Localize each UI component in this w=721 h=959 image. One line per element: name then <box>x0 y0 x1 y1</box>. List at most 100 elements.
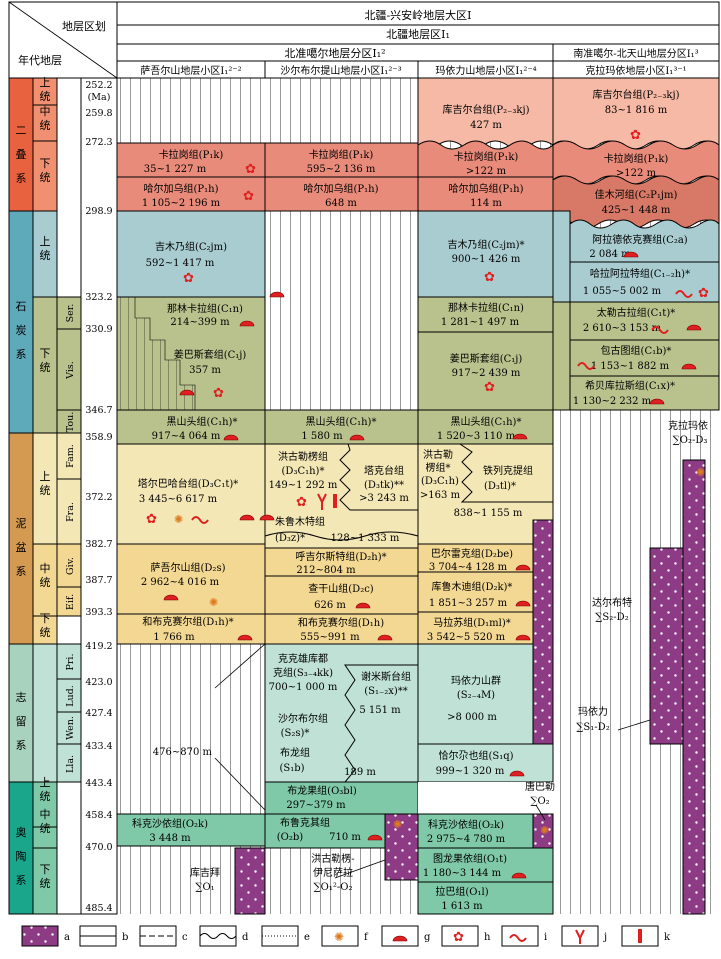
intrusion-name: 达尔布特 <box>592 596 632 609</box>
coral-fossil-icon: ✺ <box>393 818 402 831</box>
formation-thickness: >122 m <box>616 168 657 179</box>
worm-fossil-icon <box>651 326 669 334</box>
formation-code: (D₃z)* <box>275 533 305 544</box>
stage-label: Wen. <box>65 716 76 740</box>
formation-code: (O₂b) <box>277 832 304 843</box>
formation-thickness: 476~870 m <box>153 747 213 758</box>
shell-fossil-icon <box>512 433 528 440</box>
formation-name: 和布克赛尔组(D₁h)* <box>142 615 233 628</box>
age-value: 272.3 <box>85 137 112 148</box>
shell-fossil-icon <box>509 770 525 777</box>
formation-name: 库鲁木迪组(D₂k)* <box>432 580 513 593</box>
shell-fossil-icon <box>649 398 665 405</box>
formation-name: 卡拉岗组(P₁k) <box>454 150 519 163</box>
system-devonian: 泥盆系 <box>16 517 27 578</box>
column-mayilishan: 库吉尔台组(P₂₋₃kj) 427 m 卡拉岗组(P₁k) >122 m 哈尔加… <box>417 77 555 915</box>
stage-label: Fra. <box>65 502 76 522</box>
formation-thickness: 128~1 333 m <box>331 533 400 544</box>
plant-fossil-icon: ✿ <box>245 162 256 177</box>
series-label: 上统 <box>40 776 51 803</box>
shell-fossil-icon <box>377 634 393 641</box>
formation-thickness: 1 153~1 882 m <box>591 361 670 372</box>
formation-name: 黑山头组(C₁h)* <box>167 415 238 428</box>
svg-text:✿: ✿ <box>484 270 495 285</box>
formation-name: 布龙果组(O₃bl) <box>287 784 357 797</box>
formation-thickness: 1 105~2 196 m <box>142 198 221 209</box>
plant-fossil-icon: ✿ <box>484 380 495 395</box>
formation-name: 洪古勒 <box>423 448 453 461</box>
formation-thickness: 999~1 320 m <box>436 766 505 777</box>
legend-key: k <box>664 932 671 943</box>
formation-name: 沙尔布尔组 <box>278 712 328 725</box>
shell-fossil-icon <box>239 514 255 521</box>
shell-fossil-icon <box>259 514 275 521</box>
legend-key: j <box>603 932 607 943</box>
formation-code: (D₃C₁h)* <box>282 466 325 477</box>
formation-name: 卡拉岗组(P₁k) <box>309 148 374 161</box>
svg-text:✿: ✿ <box>245 162 256 177</box>
formation-thickness: 3 704~4 128 m <box>429 562 508 573</box>
shell-fossil-icon <box>239 320 255 327</box>
stage-label: Lla. <box>65 755 76 773</box>
age-value: 443.4 <box>85 778 112 789</box>
shell-fossil-icon <box>511 872 527 879</box>
formation-name: 布龙组 <box>280 746 310 759</box>
formation-name: 玛依力山群 <box>451 674 501 687</box>
age-value: 323.2 <box>85 292 112 303</box>
formation-name: 哈拉阿拉特组(C₁₋₂h)* <box>590 267 690 280</box>
column-shaerbuerti: 卡拉岗组(P₁k) 595~2 136 m 哈尔加乌组(P₁h) 648 m 黑… <box>264 142 419 893</box>
stage-label: Fam. <box>65 444 76 468</box>
formation-name: 哈尔加乌组(P₁h) <box>144 182 219 195</box>
formation-thickness: 838~1 155 m <box>454 508 523 519</box>
intrusion-name: 库吉拜 <box>190 866 220 879</box>
shell-fossil-icon <box>223 434 239 441</box>
formation-thickness: 1 613 m <box>441 901 483 912</box>
intrusion-code: ∑O₁ <box>195 882 214 893</box>
coral-fossil-icon: ✺ <box>540 824 549 837</box>
formation-name: 哈尔加乌组(P₁h) <box>304 182 379 195</box>
shell-fossil-icon <box>681 363 697 370</box>
formation-thickness: 2 084 m <box>589 249 631 260</box>
legend-item-d: d <box>199 925 249 947</box>
formation-code: (D₃tl)* <box>484 481 516 492</box>
age-value: 387.7 <box>85 575 112 586</box>
bar-fossil-icon <box>638 929 642 943</box>
shell-fossil-icon <box>237 634 253 641</box>
formation-code: 克组(S₃₋₄kk) <box>273 666 333 679</box>
formation-thickness: 149~1 292 m <box>269 480 338 491</box>
formation-name: 谢米斯台组 <box>361 670 411 683</box>
bar-fossil-icon <box>333 494 337 508</box>
age-value: 458.4 <box>85 810 112 821</box>
series-label: 中统 <box>40 808 51 835</box>
series-label: 中统 <box>40 105 51 132</box>
formation-name: 那林卡拉组(C₁n) <box>167 302 243 315</box>
svg-text:✿: ✿ <box>243 189 254 204</box>
system-permian: 二叠系 <box>16 124 27 185</box>
formation-name: 萨吾尔山组(D₂s) <box>151 561 226 574</box>
shell-fossil-icon <box>623 251 639 258</box>
intrusion-name: 洪古勒楞- <box>311 852 354 865</box>
age-unit: (Ma) <box>88 92 111 103</box>
formation-name: 卡拉岗组(P₁k) <box>159 148 224 161</box>
system-labels: 二叠系 石炭系 泥盆系 志留系 奥陶系 <box>16 124 27 887</box>
header-region-label: 地层区划 <box>62 20 106 33</box>
shell-fossil-icon <box>367 834 383 841</box>
legend-item-a: a <box>21 925 70 947</box>
coral-fossil-icon: ✺ <box>209 596 218 609</box>
formation-code: (D₃C₁h) <box>421 476 459 487</box>
age-value: 427.4 <box>85 708 112 719</box>
age-value: 419.2 <box>85 641 112 652</box>
legend-key: g <box>424 932 431 943</box>
formation-name: 楞组* <box>426 461 451 474</box>
formation-name: 黑山头组(C₁h)* <box>306 415 377 428</box>
legend-key: d <box>242 932 249 943</box>
formation-code: (S₂s)* <box>281 728 310 739</box>
header-column-3: 玛依力山地层小区Ⅰ₁²⁻⁴ <box>435 64 536 77</box>
fossil-symbols: ✿ ✿ ✿ ✿ ✿ ✿ ✿ ✿ ✿ ✿ ✺ ✺ ✺ ✺ ✺ <box>146 128 709 879</box>
formation-thickness: 189 m <box>344 767 376 778</box>
legend-key: h <box>484 932 491 943</box>
worm-fossil-icon <box>577 362 595 370</box>
header-age-label: 年代地层 <box>18 53 62 67</box>
series-label: 下统 <box>40 157 51 184</box>
